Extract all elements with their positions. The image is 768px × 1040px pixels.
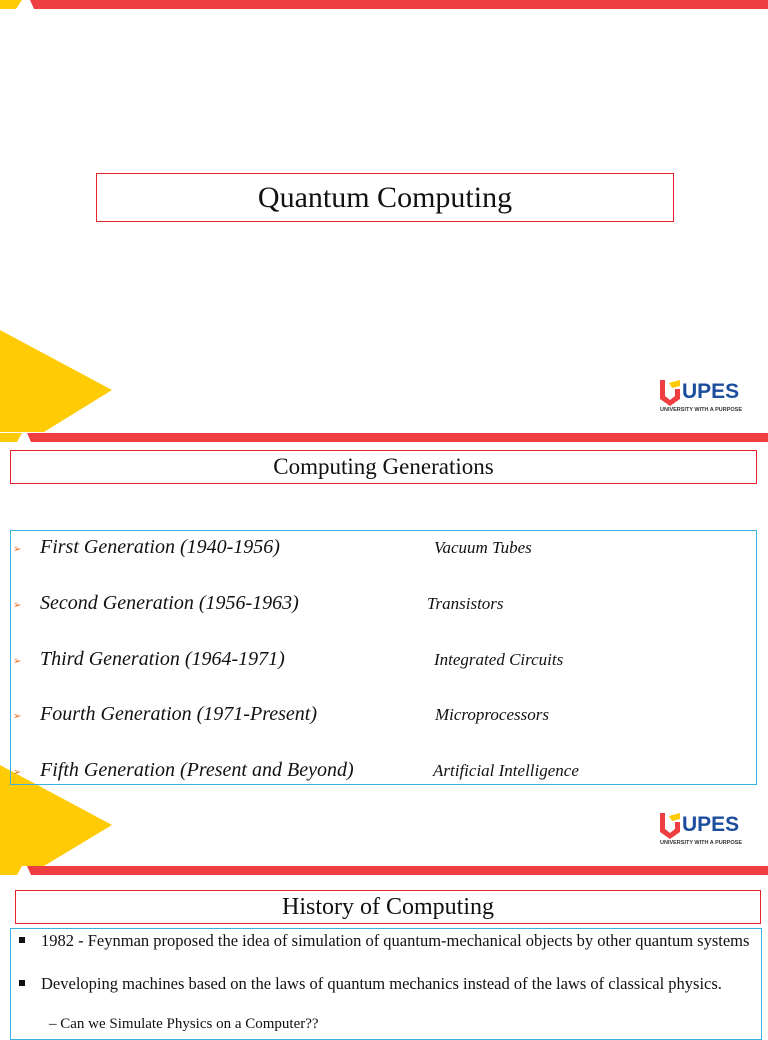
arrow-bullet-icon: ➢ [13,656,22,667]
list-item: ➢ Fifth Generation (Present and Beyond) … [11,759,756,789]
generation-name: Second Generation (1956-1963) [40,592,299,614]
generation-name: Third Generation (1964-1971) [40,648,285,670]
list-item: ➢ Fourth Generation (1971-Present) Micro… [11,703,756,733]
list-item: ➢ First Generation (1940-1956) Vacuum Tu… [11,536,756,566]
slide-1-title-box: Quantum Computing [96,173,674,222]
upes-logo-icon [660,380,680,406]
generation-tech: Artificial Intelligence [433,761,579,780]
bullet-text: 1982 - Feynman proposed the idea of simu… [41,931,750,950]
generations-list: ➢ First Generation (1940-1956) Vacuum Tu… [10,530,757,785]
generation-tech: Microprocessors [435,705,549,724]
square-bullet-icon [19,937,25,943]
arrow-bullet-icon: ➢ [13,711,22,722]
arrow-bullet-icon: ➢ [13,544,22,555]
square-bullet-icon [19,980,25,986]
list-item: 1982 - Feynman proposed the idea of simu… [19,931,751,950]
slide-3-title: History of Computing [281,894,494,920]
arrow-bullet-icon: ➢ [13,600,22,611]
list-item: Developing machines based on the laws of… [19,974,751,993]
slide-1-title: Quantum Computing [257,181,513,214]
arrow-bullet-icon: ➢ [13,767,22,778]
dash-bullet: – [49,1016,61,1032]
generation-tech: Transistors [427,594,504,613]
list-item: ➢ Third Generation (1964-1971) Integrate… [11,648,756,678]
logo-word: UPES [682,813,740,836]
sub-bullet-text: Can we Simulate Physics on a Computer?? [60,1016,319,1032]
generation-name: Fifth Generation (Present and Beyond) [40,759,354,781]
upes-logo: UPES UNIVERSITY WITH A PURPOSE [660,813,752,853]
slide-3-title-box: History of Computing [15,890,761,924]
logo-tagline: UNIVERSITY WITH A PURPOSE [660,840,743,846]
generation-tech: Integrated Circuits [434,650,564,669]
upes-logo-icon [660,813,680,839]
logo-word: UPES [682,380,740,403]
logo-tagline: UNIVERSITY WITH A PURPOSE [660,407,743,413]
history-list: 1982 - Feynman proposed the idea of simu… [10,928,762,1040]
generation-tech: Vacuum Tubes [434,538,532,557]
generation-name: Fourth Generation (1971-Present) [40,703,317,725]
generation-name: First Generation (1940-1956) [40,536,280,558]
slide-2-title: Computing Generations [273,454,494,479]
sub-list-item: – Can we Simulate Physics on a Computer?… [49,1015,759,1034]
bullet-text: Developing machines based on the laws of… [41,974,722,993]
slide-2-title-box: Computing Generations [10,450,757,484]
upes-logo: UPES UNIVERSITY WITH A PURPOSE [660,380,752,420]
list-item: ➢ Second Generation (1956-1963) Transist… [11,592,756,622]
